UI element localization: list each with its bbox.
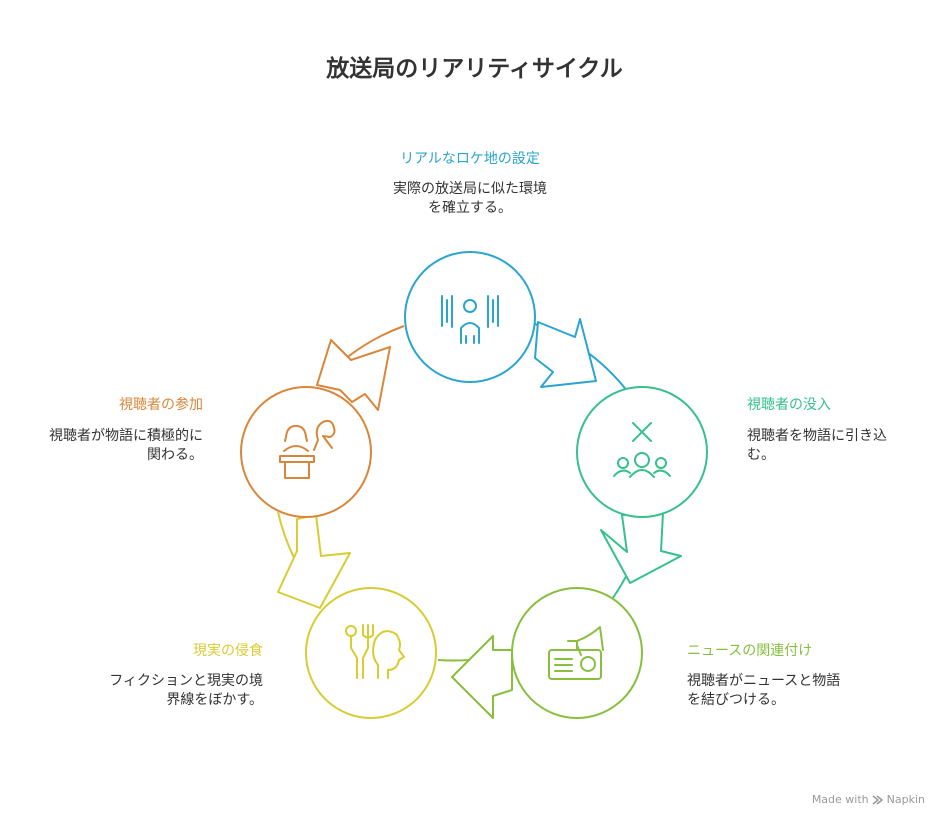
head-utensils-icon xyxy=(345,624,405,679)
arrow-news-erosion xyxy=(451,635,513,719)
stage-erosion-node xyxy=(305,587,437,719)
stage-desc-erosion: フィクションと現実の境 界線をぼかす。 xyxy=(109,673,263,708)
arrow-immersion-news xyxy=(600,512,682,584)
broadcast-studio-person-icon xyxy=(441,295,499,344)
arrow-erosion-participation xyxy=(277,514,351,609)
stage-participation-node xyxy=(240,386,372,518)
stage-title-location: リアルなロケ地の設定 xyxy=(400,151,540,167)
arrow-participation-location xyxy=(316,339,391,411)
speaker-podium-icon xyxy=(279,419,336,479)
stage-title-erosion: 現実の侵食 xyxy=(193,643,263,659)
stage-title-participation: 視聴者の参加 xyxy=(119,397,203,413)
radio-megaphone-icon xyxy=(548,626,604,680)
stage-immersion-node xyxy=(576,386,708,518)
stage-news-node xyxy=(511,587,643,719)
napkin-logo-icon xyxy=(872,794,883,805)
stage-desc-news: 視聴者がニュースと物語 を結びつける。 xyxy=(687,673,841,708)
arrow-location-immersion xyxy=(534,318,597,388)
stage-title-immersion: 視聴者の没入 xyxy=(747,397,831,413)
footer-text: Made with xyxy=(811,793,869,806)
stage-desc-immersion: 視聴者を物語に引き込 む。 xyxy=(747,428,887,463)
stage-title-news: ニュースの関連付け xyxy=(687,643,813,659)
audience-group-icon xyxy=(613,422,671,478)
stage-desc-participation: 視聴者が物語に積極的に 関わる。 xyxy=(49,428,203,463)
stage-location-node xyxy=(404,251,536,383)
napkin-footer[interactable]: Made with Napkin xyxy=(812,793,925,806)
stage-desc-location: 実際の放送局に似た環境 を確立する。 xyxy=(393,181,547,216)
footer-brand: Napkin xyxy=(886,793,925,806)
diagram-title: 放送局のリアリティサイクル xyxy=(326,56,623,82)
